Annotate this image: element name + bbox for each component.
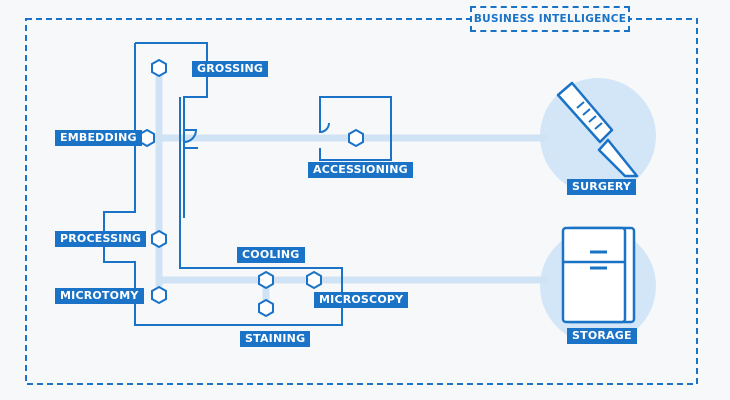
- door-swing-icon: [319, 122, 330, 134]
- hexagon-icon: [306, 270, 322, 290]
- left-lab-wall: [135, 42, 208, 218]
- label-storage: STORAGE: [567, 328, 637, 344]
- hexagon-icon: [258, 270, 274, 290]
- hexagon-icon: [151, 229, 167, 249]
- left-lab-wall-2: [179, 97, 343, 326]
- workflow-paths: [143, 64, 549, 310]
- label-surgery: SURGERY: [567, 179, 637, 195]
- accessioning-room: [319, 96, 392, 161]
- label-microscopy: MICROSCOPY: [314, 292, 409, 308]
- label-accessioning: ACCESSIONING: [308, 162, 413, 178]
- business-intelligence-boundary: [25, 18, 698, 385]
- hexagon-icon: [348, 128, 364, 148]
- hexagon-icon: [139, 128, 155, 148]
- hexagon-icon: [151, 58, 167, 78]
- business-intelligence-title: BUSINESS INTELLIGENCE: [470, 6, 630, 32]
- door-swing-icon: [183, 129, 198, 143]
- refrigerator-icon: [561, 226, 636, 324]
- label-microtomy: MICROTOMY: [55, 288, 144, 304]
- label-processing: PROCESSING: [55, 231, 147, 247]
- room-walls: [103, 42, 392, 326]
- left-lab-outer: [103, 43, 240, 326]
- door-swing-icons: [183, 122, 330, 149]
- label-cooling: COOLING: [237, 247, 305, 263]
- scalpel-icon: [556, 81, 639, 178]
- hexagon-icon: [258, 298, 274, 318]
- hexagon-icon: [151, 285, 167, 305]
- label-grossing: GROSSING: [192, 61, 269, 77]
- label-embedding: EMBEDDING: [55, 130, 142, 146]
- stations: [139, 58, 364, 318]
- label-staining: STAINING: [240, 331, 311, 347]
